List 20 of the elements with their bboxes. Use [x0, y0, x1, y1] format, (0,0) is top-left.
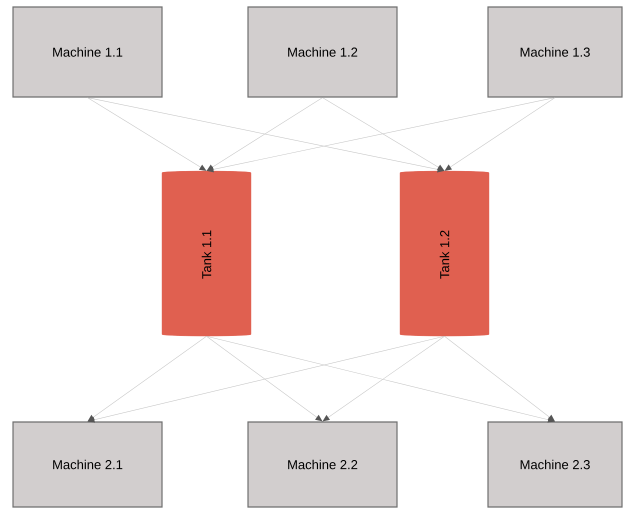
machine-box: Machine 2.2	[247, 421, 398, 508]
arrow	[206, 336, 322, 422]
arrow	[444, 336, 555, 422]
machine-box: Machine 1.1	[12, 6, 163, 98]
arrow	[206, 97, 323, 171]
machine-box: Machine 1.2	[247, 6, 398, 98]
arrow	[206, 336, 555, 423]
machine-box: Machine 2.3	[487, 421, 623, 508]
tank-cylinder: Tank 1.1	[162, 170, 252, 336]
machine-box: Machine 1.3	[487, 6, 623, 98]
machine-box: Machine 2.1	[12, 421, 163, 508]
arrow	[322, 336, 445, 422]
tank-cylinder: Tank 1.2	[400, 170, 490, 336]
arrow	[322, 97, 444, 171]
arrow	[88, 336, 207, 422]
arrow	[87, 97, 444, 172]
arrow	[206, 97, 556, 172]
arrow	[444, 97, 556, 171]
arrow	[87, 97, 206, 171]
arrow	[88, 336, 445, 423]
